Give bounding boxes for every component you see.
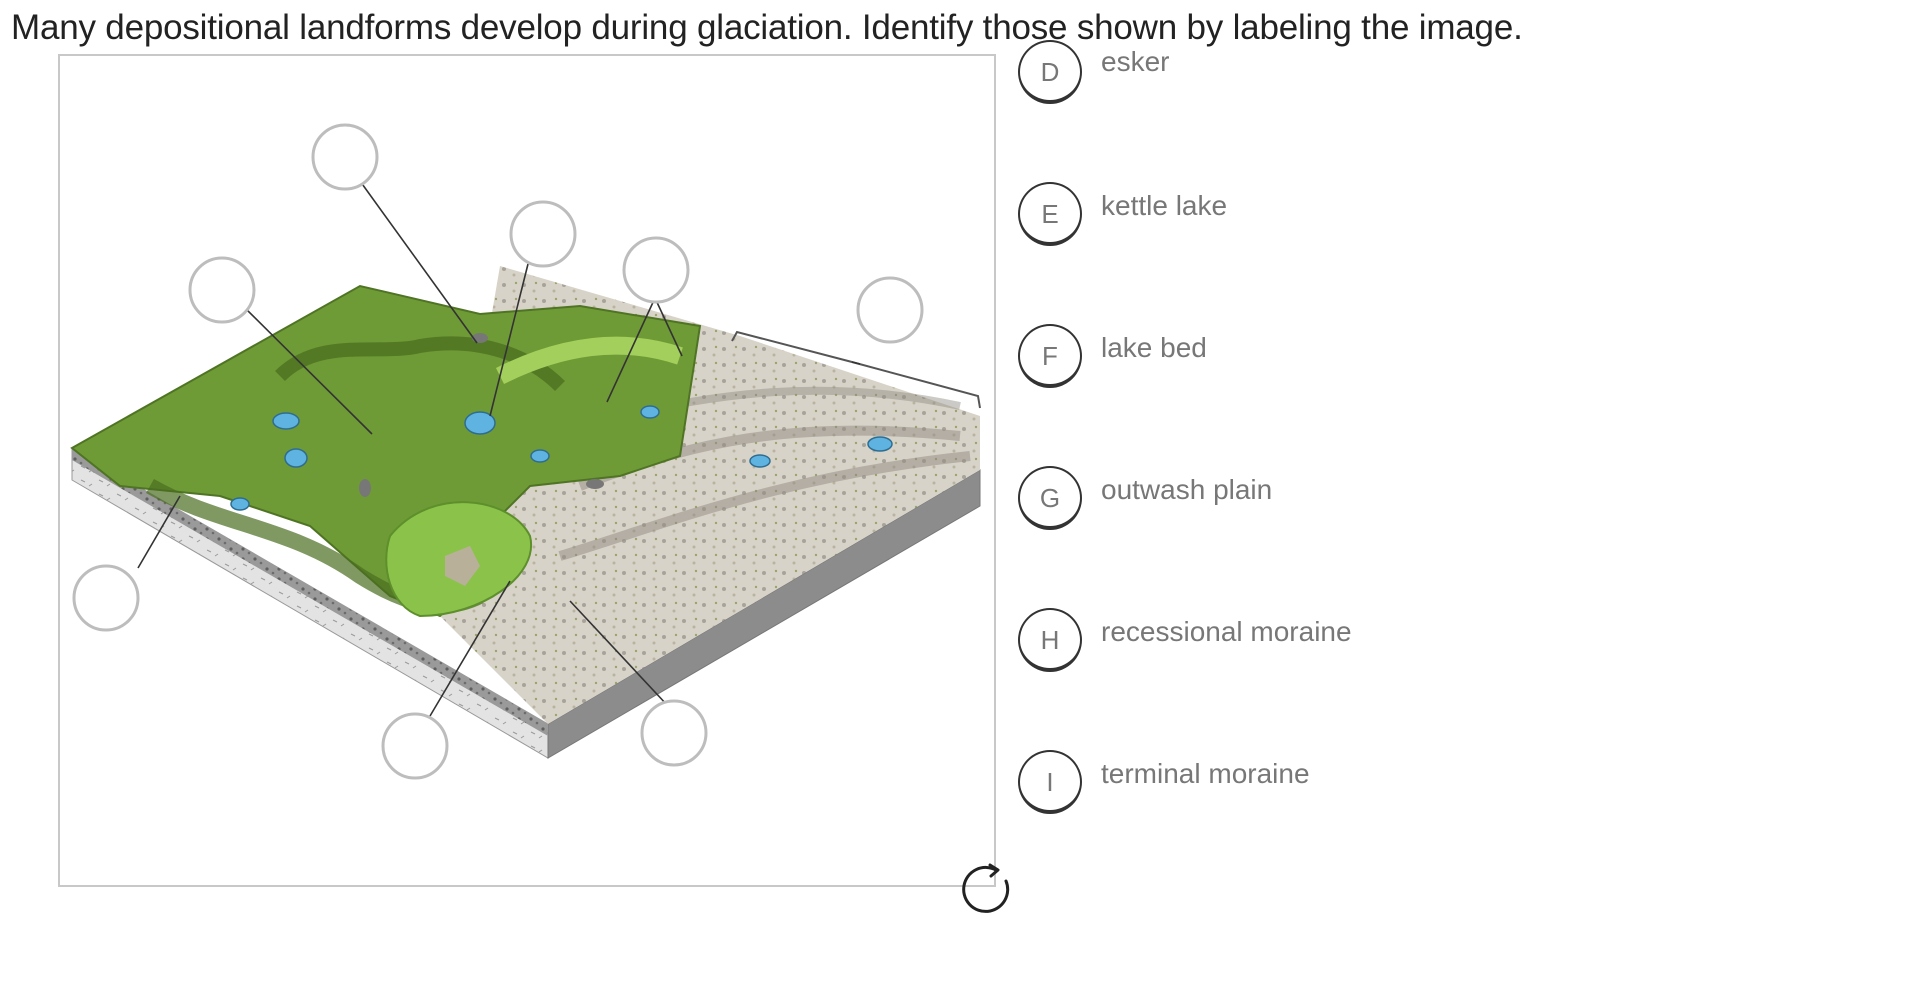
label-bank: D esker E kettle lake F lake bed G outwa… xyxy=(1015,40,1515,940)
chip-label: recessional moraine xyxy=(1101,616,1352,647)
kettle-lake xyxy=(530,449,550,463)
drop-target-5[interactable] xyxy=(856,276,924,344)
chip-label: terminal moraine xyxy=(1101,758,1310,789)
label-chip-terminal-moraine[interactable]: I terminal moraine xyxy=(1015,750,1495,830)
kettle-lake xyxy=(272,412,300,430)
block-right-face xyxy=(547,469,981,759)
letter-chip[interactable]: G xyxy=(1018,466,1082,530)
esker-ridge xyxy=(495,336,683,385)
gravel-layer xyxy=(72,448,548,736)
delta-deposit xyxy=(445,546,480,586)
letter-chip[interactable]: F xyxy=(1018,324,1082,388)
label-chip-kettle-lake[interactable]: E kettle lake xyxy=(1015,182,1495,262)
chip-label: lake bed xyxy=(1101,332,1207,363)
drop-target-6[interactable] xyxy=(72,564,140,632)
drop-target-8[interactable] xyxy=(640,699,708,767)
label-chip-outwash-plain[interactable]: G outwash plain xyxy=(1015,466,1495,546)
letter-chip[interactable]: D xyxy=(1018,40,1082,104)
label-chip-recessional-moraine[interactable]: H recessional moraine xyxy=(1015,608,1495,688)
reset-icon xyxy=(962,863,1010,913)
glacial-landforms-illustration xyxy=(70,123,981,780)
label-chip-esker[interactable]: D esker xyxy=(1015,40,1495,120)
letter-chip[interactable]: E xyxy=(1018,182,1082,246)
erratic-boulder xyxy=(586,479,604,489)
leader-lines xyxy=(137,180,861,717)
drop-target-1[interactable] xyxy=(311,123,379,191)
erratic-boulder xyxy=(359,479,371,497)
drop-target-4[interactable] xyxy=(622,236,690,304)
kettle-lake xyxy=(749,454,771,468)
letter-chip[interactable]: H xyxy=(1018,608,1082,672)
drop-target-2[interactable] xyxy=(509,200,577,268)
kettle-lake xyxy=(464,411,496,435)
reset-button[interactable] xyxy=(960,861,1016,917)
kettle-lake xyxy=(867,436,893,452)
braided-stream-2 xyxy=(558,451,971,561)
chip-label: esker xyxy=(1101,46,1170,77)
kettle-lake xyxy=(230,497,250,511)
kettle-lake xyxy=(640,405,660,419)
label-chip-lake-bed[interactable]: F lake bed xyxy=(1015,324,1495,404)
diagram-panel xyxy=(58,54,1010,913)
question-text: Many depositional landforms develop duri… xyxy=(11,8,1523,47)
kettle-lake xyxy=(284,448,308,468)
letter-chip[interactable]: I xyxy=(1018,750,1082,814)
erratic-boulder xyxy=(472,333,488,343)
chip-label: outwash plain xyxy=(1101,474,1273,505)
chip-label: kettle lake xyxy=(1101,190,1228,221)
drop-target-3[interactable] xyxy=(188,256,256,324)
drop-target-7[interactable] xyxy=(381,712,449,780)
